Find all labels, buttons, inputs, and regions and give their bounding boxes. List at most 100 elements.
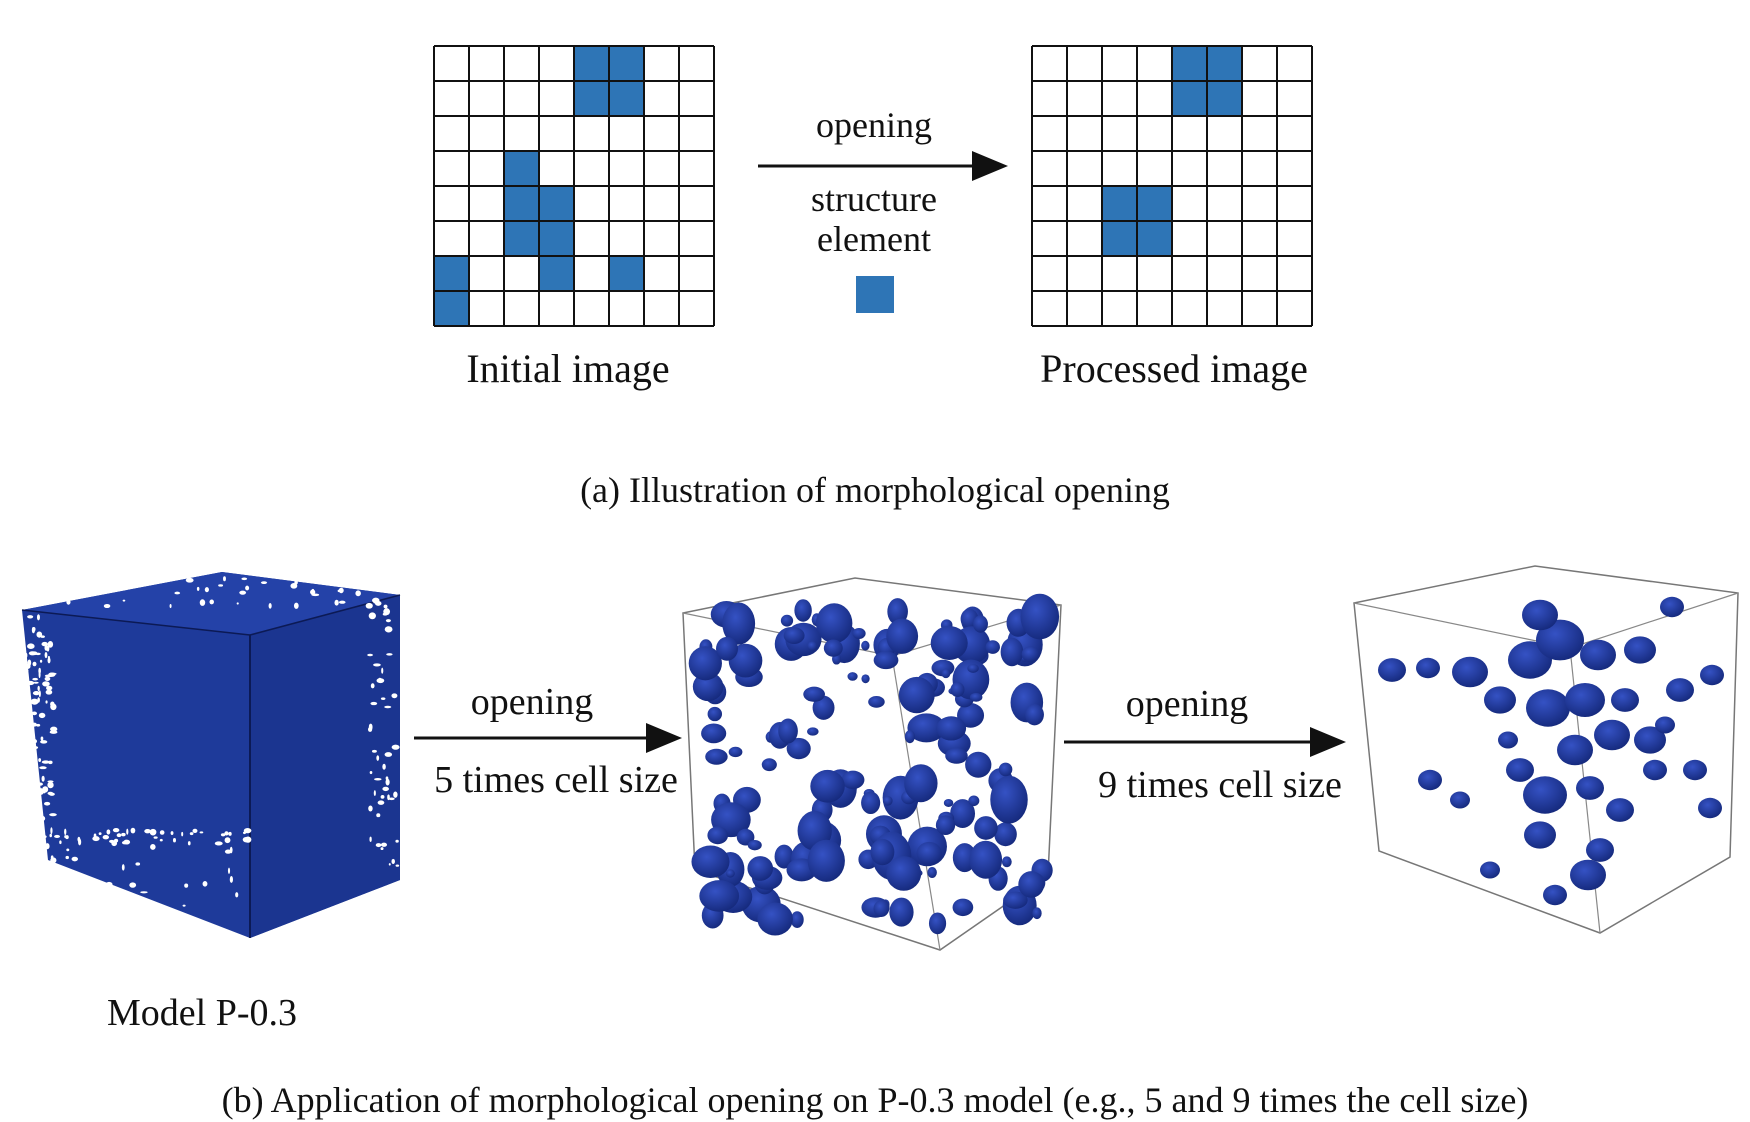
- pore-speckle: [209, 599, 214, 605]
- pore-speckle: [29, 838, 35, 845]
- pore-speckle: [380, 847, 384, 851]
- pore-speckle: [172, 837, 176, 843]
- pore-speckle: [367, 653, 373, 657]
- initial-grid-filled-cell: [539, 221, 574, 256]
- pore-speckle: [102, 834, 110, 840]
- pore-speckle: [32, 746, 39, 750]
- pore-speckle: [244, 836, 252, 843]
- pore-blob: [935, 815, 956, 836]
- pore-speckle: [184, 883, 189, 888]
- pore-blob: [967, 663, 979, 673]
- pore-speckle: [202, 881, 208, 887]
- pore-speckle: [376, 755, 380, 761]
- pore-speckle: [42, 847, 45, 853]
- pore-speckle: [61, 588, 65, 594]
- processed-grid-filled-cell: [1102, 221, 1137, 256]
- initial-grid-filled-cell: [504, 186, 539, 221]
- pore-blob: [945, 747, 968, 764]
- pore-speckle: [39, 586, 46, 591]
- structure-element-square: [856, 276, 894, 313]
- pore-blob: [1700, 664, 1724, 686]
- pore-speckle: [241, 577, 248, 581]
- pore-blob: [904, 764, 938, 803]
- pore-speckle: [45, 689, 53, 695]
- pore-speckle: [224, 849, 232, 854]
- pore-blob: [736, 828, 755, 846]
- pore-speckle: [381, 667, 384, 674]
- pore-speckle: [153, 836, 158, 839]
- pore-speckle: [35, 723, 41, 727]
- pore-blob: [928, 912, 947, 935]
- pore-speckle: [204, 587, 209, 593]
- pore-blob: [952, 898, 974, 917]
- initial-grid-filled-cell: [539, 256, 574, 291]
- pore-speckle: [384, 705, 392, 709]
- pore-speckle: [383, 604, 388, 609]
- pore-speckle: [23, 788, 31, 791]
- pore-blob: [927, 867, 937, 878]
- pore-speckle: [112, 828, 120, 833]
- pore-speckle: [32, 722, 37, 727]
- processed-grid-filled-cell: [1137, 221, 1172, 256]
- pore-blob: [1032, 907, 1042, 920]
- pore-speckle: [374, 778, 382, 781]
- pore-speckle: [32, 784, 40, 789]
- pore-blob: [823, 639, 843, 657]
- pore-blob: [1570, 859, 1606, 891]
- pore-blob: [794, 599, 812, 622]
- pore-blob: [1418, 769, 1442, 791]
- pore-speckle: [38, 834, 47, 839]
- pore-speckle: [56, 865, 59, 872]
- pore-speckle: [43, 586, 50, 589]
- pore-speckle: [109, 581, 118, 584]
- caption-b: (b) Application of morphological opening…: [222, 1080, 1529, 1120]
- pore-speckle: [36, 631, 43, 638]
- pore-speckle: [98, 832, 102, 836]
- pore-speckle: [103, 604, 111, 609]
- pore-speckle: [293, 602, 299, 609]
- initial-grid-filled-cell: [609, 81, 644, 116]
- pore-speckle: [386, 653, 393, 656]
- pore-speckle: [388, 797, 395, 801]
- pore-speckle: [27, 643, 35, 649]
- opening-label-a: opening: [816, 105, 932, 145]
- initial-grid-filled-cell: [574, 46, 609, 81]
- pore-speckle: [37, 697, 40, 703]
- pore-speckle: [40, 740, 48, 744]
- pore-blob: [747, 856, 774, 881]
- pore-speckle: [38, 758, 42, 762]
- pore-blob: [1526, 689, 1570, 727]
- processed-grid-filled-cell: [1102, 186, 1137, 221]
- pore-speckle: [20, 756, 28, 762]
- pore-speckle: [387, 794, 390, 801]
- pore-speckle: [121, 864, 125, 871]
- pore-speckle: [393, 791, 398, 798]
- pore-speckle: [362, 577, 369, 584]
- pore-speckle: [382, 763, 386, 770]
- pore-speckle: [337, 589, 341, 593]
- pore-speckle: [59, 840, 62, 845]
- pore-blob: [974, 816, 998, 840]
- pore-speckle: [106, 829, 111, 835]
- pore-speckle: [37, 815, 46, 822]
- pore-blob: [898, 676, 935, 714]
- pore-speckle: [385, 778, 390, 786]
- pore-speckle: [24, 796, 32, 799]
- pore-blob: [1020, 593, 1060, 640]
- pore-speckle: [199, 831, 204, 834]
- pore-speckle: [31, 787, 38, 794]
- pore-speckle: [36, 817, 41, 821]
- pore-speckle: [149, 828, 157, 836]
- pore-speckle: [245, 585, 250, 591]
- pore-speckle: [37, 685, 40, 692]
- pore-speckle: [105, 881, 113, 888]
- model-label: Model P-0.3: [107, 992, 297, 1034]
- pore-blob: [994, 822, 1017, 847]
- pore-blob: [968, 795, 980, 807]
- pore-speckle: [377, 800, 385, 805]
- pore-blob: [957, 703, 985, 728]
- pore-blob: [883, 796, 893, 806]
- pore-speckle: [27, 659, 32, 667]
- pore-speckle: [135, 862, 141, 866]
- pore-blob: [688, 646, 722, 681]
